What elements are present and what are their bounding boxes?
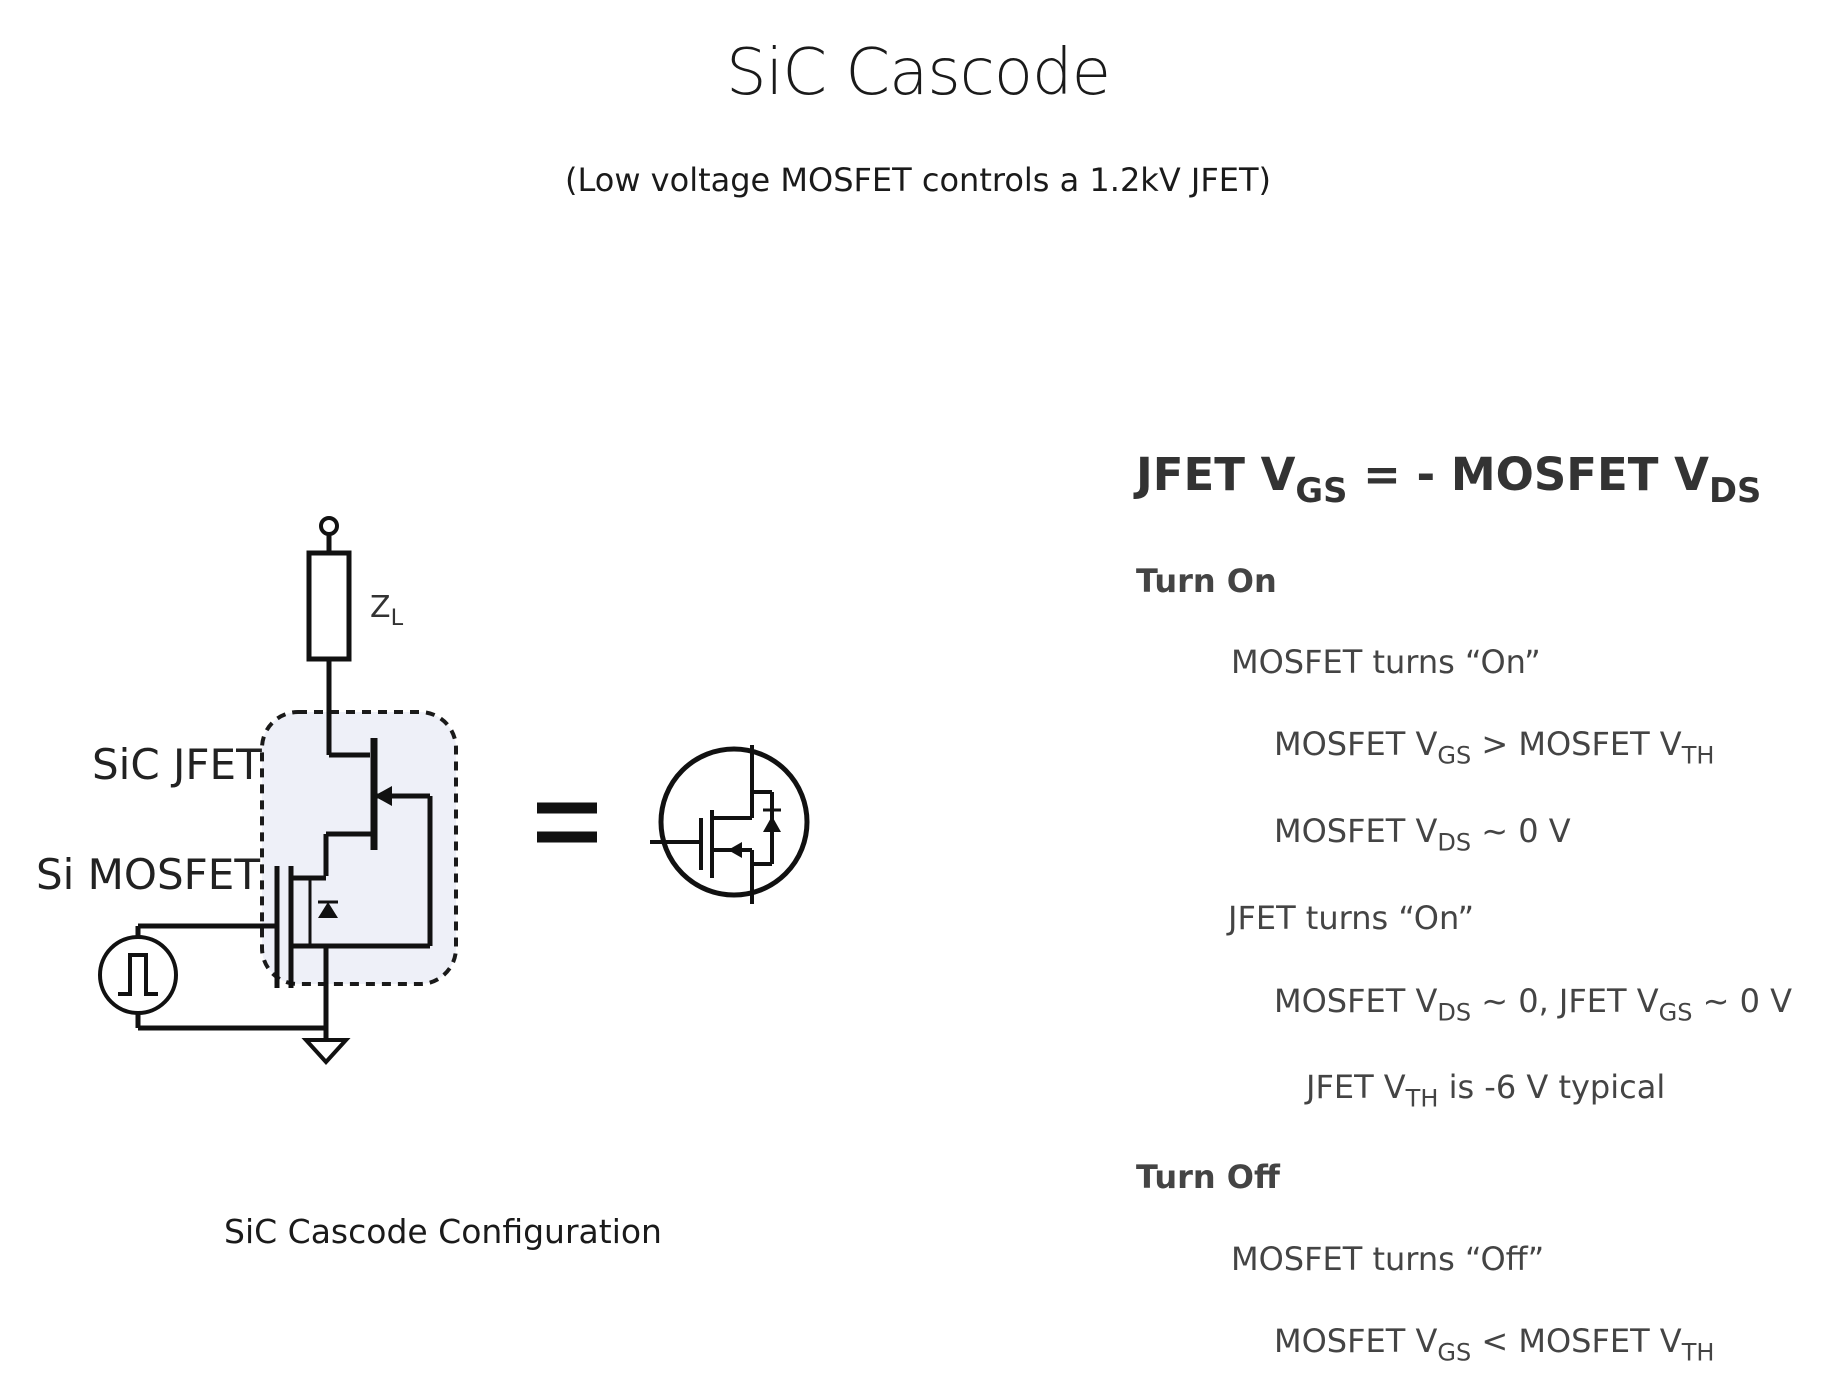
text-segment: JFET V — [1306, 1068, 1406, 1106]
mosfet-turns-off: MOSFET turns “Off” — [1231, 1240, 1545, 1278]
on-condition-vgs: MOSFET VGS > MOSFET VTH — [1274, 725, 1714, 767]
si-mosfet-label: Si MOSFET — [36, 850, 260, 899]
subscript: TH — [1681, 1338, 1715, 1367]
eq-jfet-v: JFET V — [1136, 448, 1296, 501]
eq-ds-sub: DS — [1708, 470, 1762, 510]
supply-terminal — [319, 516, 339, 536]
text-segment: MOSFET V — [1274, 812, 1438, 850]
subscript: GS — [1437, 741, 1472, 770]
jfet-threshold: JFET VTH is -6 V typical — [1306, 1068, 1666, 1110]
sic-jfet-label: SiC JFET — [92, 740, 262, 789]
text-segment: MOSFET V — [1274, 725, 1438, 763]
text-segment: ~ 0, JFET V — [1471, 982, 1659, 1020]
load-impedance — [306, 550, 352, 662]
load-label: ZL — [370, 590, 403, 629]
mosfet-body-diode — [318, 902, 338, 918]
subscript: DS — [1437, 828, 1472, 857]
eq-mosfet-v: = - MOSFET V — [1347, 448, 1709, 501]
page-title: SiC Cascode — [725, 36, 1111, 110]
turn-off-heading: Turn Off — [1136, 1158, 1280, 1196]
jfet-vgs-equation: JFET VGS = - MOSFET VDS — [1136, 448, 1761, 507]
turn-on-heading: Turn On — [1136, 562, 1277, 600]
text-segment: MOSFET V — [1274, 1322, 1438, 1360]
pulse-source — [98, 935, 178, 1015]
load-label-main: Z — [370, 590, 391, 625]
text-segment: ~ 0 V — [1471, 812, 1571, 850]
off-condition-vgs: MOSFET VGS < MOSFET VTH — [1274, 1322, 1714, 1364]
text-segment: ~ 0 V — [1692, 982, 1793, 1020]
subscript: TH — [1681, 741, 1715, 770]
subscript: DS — [1437, 998, 1472, 1027]
page-subtitle: (Low voltage MOSFET controls a 1.2kV JFE… — [565, 161, 1271, 199]
text-segment: is -6 V typical — [1438, 1068, 1666, 1106]
text-segment: MOSFET V — [1274, 982, 1438, 1020]
eq-gs-sub: GS — [1295, 470, 1348, 510]
text-segment: > MOSFET V — [1471, 725, 1682, 763]
diagram-caption: SiC Cascode Configuration — [224, 1212, 662, 1251]
jfet-turns-on: JFET turns “On” — [1228, 899, 1475, 937]
mosfet-turns-on: MOSFET turns “On” — [1231, 643, 1541, 681]
subscript: TH — [1405, 1084, 1439, 1113]
text-segment: < MOSFET V — [1471, 1322, 1682, 1360]
on-condition-vds: MOSFET VDS ~ 0 V — [1274, 812, 1571, 854]
equivalent-mosfet-symbol — [658, 746, 810, 898]
jfet-gate-arrow — [374, 786, 392, 806]
load-label-sub: L — [390, 604, 404, 631]
subscript: GS — [1437, 1338, 1472, 1367]
on-condition-jfet: MOSFET VDS ~ 0, JFET VGS ~ 0 V — [1274, 982, 1793, 1024]
ground-symbol — [301, 1038, 351, 1065]
subscript: GS — [1658, 998, 1693, 1027]
